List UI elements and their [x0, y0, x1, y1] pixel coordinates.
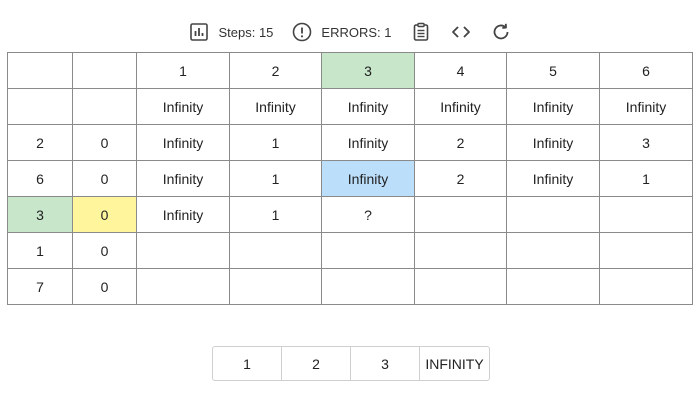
table-cell[interactable] — [321, 268, 415, 305]
refresh-icon[interactable] — [490, 21, 512, 43]
table-cell[interactable]: 0 — [72, 232, 137, 269]
table-cell[interactable]: 1 — [7, 232, 73, 269]
table-cell[interactable]: Infinity — [321, 88, 415, 125]
table-cell[interactable]: 1 — [599, 160, 693, 197]
table-cell[interactable]: Infinity — [136, 88, 230, 125]
table-cell[interactable]: Infinity — [321, 160, 415, 197]
table-cell[interactable] — [599, 268, 693, 305]
table-cell[interactable] — [7, 88, 73, 125]
steps-label: Steps: 15 — [218, 24, 274, 40]
code-icon[interactable] — [450, 21, 472, 43]
table-cell[interactable]: 4 — [414, 52, 507, 89]
table-cell[interactable]: Infinity — [414, 88, 507, 125]
choice-button[interactable]: 3 — [351, 347, 420, 380]
choice-button[interactable]: 2 — [282, 347, 351, 380]
table-cell[interactable]: 7 — [7, 268, 73, 305]
table-cell[interactable]: 2 — [414, 124, 507, 161]
table-cell[interactable]: 0 — [72, 268, 137, 305]
table-cell[interactable]: Infinity — [321, 124, 415, 161]
table-cell[interactable] — [229, 232, 322, 269]
table-cell[interactable] — [506, 232, 600, 269]
table-cell[interactable] — [7, 52, 73, 89]
alert-circle-icon — [291, 21, 313, 43]
bar-chart-icon — [188, 21, 210, 43]
toolbar: Steps: 15 ERRORS: 1 — [0, 20, 700, 44]
table-cell[interactable]: 1 — [136, 52, 230, 89]
table-cell[interactable]: Infinity — [136, 196, 230, 233]
table-cell[interactable]: 6 — [599, 52, 693, 89]
table-cell[interactable]: 1 — [229, 160, 322, 197]
table-cell[interactable] — [136, 268, 230, 305]
table-cell[interactable]: 1 — [229, 196, 322, 233]
table-cell[interactable]: 3 — [7, 196, 73, 233]
table-cell[interactable] — [321, 232, 415, 269]
table-cell[interactable]: Infinity — [136, 160, 230, 197]
table-cell[interactable] — [599, 232, 693, 269]
table-cell[interactable] — [72, 88, 137, 125]
table-cell[interactable] — [136, 232, 230, 269]
table-cell[interactable] — [599, 196, 693, 233]
table-cell[interactable]: 3 — [599, 124, 693, 161]
table-cell[interactable] — [414, 232, 507, 269]
table-cell[interactable]: 2 — [414, 160, 507, 197]
table-cell[interactable] — [72, 52, 137, 89]
table-cell[interactable] — [506, 268, 600, 305]
table-cell[interactable]: 2 — [229, 52, 322, 89]
table-cell[interactable] — [414, 268, 507, 305]
table-cell[interactable]: Infinity — [506, 124, 600, 161]
table-cell[interactable]: 1 — [229, 124, 322, 161]
table-cell[interactable] — [414, 196, 507, 233]
choice-button[interactable]: INFINITY — [425, 355, 484, 372]
table-cell[interactable]: Infinity — [599, 88, 693, 125]
steps-counter: Steps: 15 — [188, 21, 273, 43]
table-cell[interactable]: 3 — [321, 52, 415, 89]
table-cell[interactable]: 0 — [72, 160, 137, 197]
table-cell[interactable]: Infinity — [136, 124, 230, 161]
table-cell[interactable] — [229, 268, 322, 305]
choice-button[interactable]: 1 — [213, 347, 282, 380]
clipboard-icon[interactable] — [410, 21, 432, 43]
table-cell[interactable] — [506, 196, 600, 233]
table-cell[interactable]: 2 — [7, 124, 73, 161]
table-cell[interactable]: 0 — [72, 196, 137, 233]
errors-counter: ERRORS: 1 — [291, 21, 392, 43]
table-cell[interactable]: Infinity — [506, 160, 600, 197]
table-cell[interactable]: Infinity — [506, 88, 600, 125]
table-cell[interactable]: Infinity — [229, 88, 322, 125]
table-cell[interactable]: 0 — [72, 124, 137, 161]
table-cell[interactable]: 5 — [506, 52, 600, 89]
table-cell[interactable]: ? — [321, 196, 415, 233]
errors-label: ERRORS: 1 — [321, 24, 392, 40]
table-cell[interactable]: 6 — [7, 160, 73, 197]
